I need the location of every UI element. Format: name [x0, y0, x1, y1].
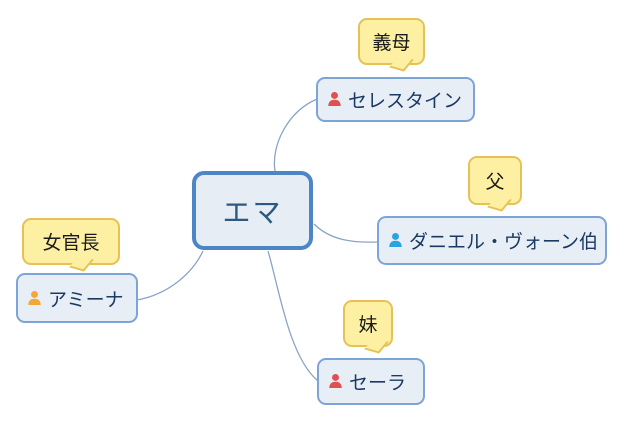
node-name: セーラ [349, 372, 407, 394]
relation-label-daniel[interactable]: 父 [468, 156, 522, 212]
relation-label-amina[interactable]: 女官長 [22, 218, 120, 272]
person-icon [389, 232, 402, 248]
person-icon [328, 91, 341, 107]
relation-label-celestine[interactable]: 義母 [358, 18, 425, 72]
node-name: アミーナ [48, 288, 124, 311]
relation-label-sara[interactable]: 妹 [343, 300, 393, 354]
connector-center-amina [136, 250, 204, 301]
person-icon [28, 290, 41, 305]
relation-label-text: 女官長 [42, 232, 100, 254]
node-name: セレスタイン [348, 90, 463, 112]
node-name: ダニエル・ヴォーン伯 [409, 231, 599, 253]
connector-center-celestine [273, 98, 318, 172]
relation-label-text: 妹 [358, 314, 378, 336]
mindmap-center-node[interactable]: エマ [192, 171, 313, 250]
mindmap-node-celestine[interactable]: セレスタイン [316, 77, 475, 122]
center-node-label: エマ [222, 195, 283, 229]
mindmap-node-daniel[interactable]: ダニエル・ヴォーン伯 [377, 216, 607, 265]
relation-label-text: 義母 [372, 32, 411, 54]
connector-center-daniel [313, 223, 379, 243]
mindmap-node-amina[interactable]: アミーナ [16, 273, 138, 323]
connector-center-sara [267, 250, 319, 382]
mindmap-node-sara[interactable]: セーラ [317, 358, 425, 405]
relation-label-text: 父 [485, 171, 505, 193]
person-icon [329, 373, 342, 389]
